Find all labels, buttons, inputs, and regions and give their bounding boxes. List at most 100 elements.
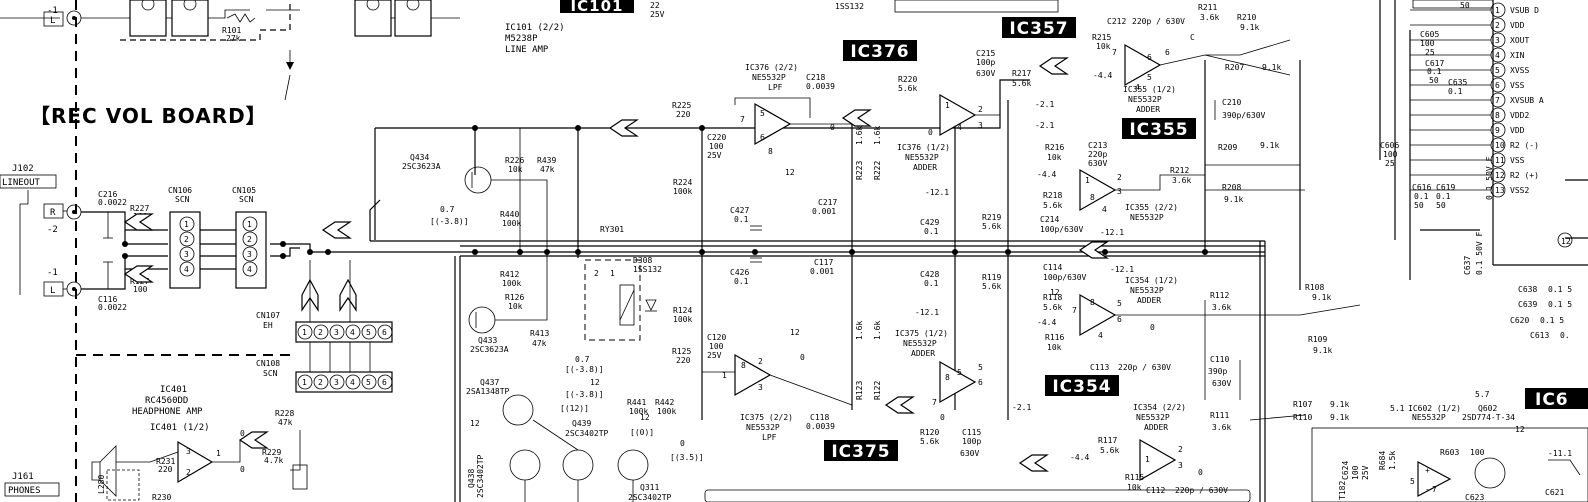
cn108-pin [345, 374, 361, 390]
ic6-badge: IC6 [1525, 388, 1588, 410]
svg-text:1: 1 [216, 449, 221, 458]
svg-text:47k: 47k [532, 339, 547, 348]
svg-text:C620: C620 [1510, 316, 1529, 325]
svg-text:IC357: IC357 [1009, 19, 1068, 39]
svg-text:25V: 25V [650, 10, 665, 19]
svg-text:NE5532P: NE5532P [746, 423, 780, 432]
cn108-pin-label: 6 [382, 378, 387, 387]
svg-text:3: 3 [758, 383, 763, 392]
svg-text:47k: 47k [540, 165, 555, 174]
svg-text:1SS132: 1SS132 [633, 265, 662, 274]
svg-text:IC375: IC375 [831, 442, 890, 462]
svg-text:R413: R413 [530, 329, 549, 338]
svg-text:Q602: Q602 [1478, 404, 1497, 413]
cn106-pin [179, 246, 195, 262]
svg-text:-2.1: -2.1 [1035, 100, 1054, 109]
dac-pin-label: 7 [1495, 96, 1500, 105]
svg-text:2: 2 [186, 468, 191, 477]
ic355-2: 1 2 3 4 8 C213 220p 630V R216 10k R212 3… [1037, 141, 1305, 237]
svg-text:C617: C617 [1425, 59, 1444, 68]
svg-text:12: 12 [590, 378, 600, 387]
svg-text:25V: 25V [1361, 465, 1370, 480]
svg-text:R218: R218 [1043, 191, 1062, 200]
svg-text:6: 6 [1147, 53, 1152, 62]
svg-text:[(-3.8)]: [(-3.8)] [565, 365, 604, 374]
svg-text:R208: R208 [1222, 183, 1241, 192]
svg-text:R120: R120 [920, 428, 939, 437]
svg-text:ADDER: ADDER [1137, 296, 1161, 305]
signal-arrows [123, 57, 1109, 472]
lpf-input-network: R225 220 C220 100 25V R224 100k C427 0.1… [672, 101, 762, 373]
svg-text:NE5532P: NE5532P [1412, 413, 1446, 422]
svg-text:2: 2 [1117, 173, 1122, 182]
svg-text:R227: R227 [130, 204, 149, 213]
svg-text:0.1: 0.1 [734, 277, 749, 286]
cn107-pin [361, 324, 377, 340]
svg-text:-12.1: -12.1 [1110, 265, 1134, 274]
svg-text:100: 100 [1470, 448, 1485, 457]
svg-text:12: 12 [1050, 288, 1060, 297]
svg-text:0: 0 [940, 413, 945, 422]
svg-text:NE5532P: NE5532P [905, 153, 939, 162]
cn105-pin [242, 261, 258, 277]
svg-text:J102: J102 [12, 164, 34, 174]
cn106-pin-label: 4 [184, 265, 189, 274]
svg-text:10k: 10k [1127, 483, 1142, 492]
svg-text:5.6k: 5.6k [1100, 446, 1119, 455]
board-label: 【REC VOL BOARD】 [30, 104, 267, 128]
svg-text:C213: C213 [1088, 141, 1107, 150]
r219-r119: R219 5.6k R119 5.6k [982, 213, 1001, 291]
svg-text:0: 0 [928, 128, 933, 137]
svg-text:0.0022: 0.0022 [98, 198, 127, 207]
svg-text:C638: C638 [1518, 285, 1537, 294]
svg-text:C218: C218 [806, 73, 825, 82]
svg-text:4.7k: 4.7k [264, 456, 283, 465]
cn107-pin-label: 3 [334, 328, 339, 337]
svg-text:NE5532P: NE5532P [903, 339, 937, 348]
svg-text:9.1k: 9.1k [1330, 413, 1349, 422]
dac-pin-name: R2 (-) [1510, 141, 1539, 150]
ic376-badge: IC376 [843, 40, 917, 62]
dac-pin-name: VSS2 [1510, 186, 1529, 195]
svg-text:9.1k: 9.1k [1313, 346, 1332, 355]
svg-text:SCN: SCN [263, 369, 278, 378]
svg-text:-2.1: -2.1 [1035, 121, 1054, 130]
svg-text:R223: R223 [855, 161, 864, 180]
svg-text:C637: C637 [1463, 256, 1472, 275]
svg-text:5: 5 [978, 363, 983, 372]
ic375-badge: IC375 [824, 440, 898, 462]
dac-pin-label: 8 [1495, 111, 1500, 120]
dac-pin-name: VDD2 [1510, 111, 1529, 120]
dac-pin-name: VDD [1510, 21, 1525, 30]
svg-text:C215: C215 [976, 49, 995, 58]
cn105-pin-label: 3 [247, 250, 252, 259]
svg-text:J161: J161 [12, 472, 34, 482]
svg-text:0.7: 0.7 [440, 205, 455, 214]
svg-text:2SC3402TP: 2SC3402TP [628, 493, 672, 502]
ic375-lpf: 8 2 3 1 IC375 (2/2) NE5532P LPF C117 0.0… [722, 258, 853, 442]
svg-text:10k: 10k [508, 165, 523, 174]
svg-text:12: 12 [1561, 237, 1571, 246]
svg-text:R109: R109 [1308, 335, 1327, 344]
svg-text:9.1k: 9.1k [1224, 195, 1243, 204]
svg-text:5: 5 [760, 109, 765, 118]
svg-text:SCN: SCN [239, 195, 254, 204]
dac-pin-name: VSS [1510, 81, 1525, 90]
dac-pin-label: 13 [1495, 186, 1505, 195]
svg-text:3: 3 [1117, 187, 1122, 196]
svg-text:1.6k: 1.6k [873, 321, 882, 340]
ic376-lpf: 5 6 7 8 IC376 (2/2) NE5532P LPF C218 0.0… [734, 63, 852, 216]
cn107-pin-label: 6 [382, 328, 387, 337]
svg-text:R119: R119 [982, 273, 1001, 282]
svg-text:C212: C212 [1107, 17, 1126, 26]
svg-text:[(0)]: [(0)] [630, 428, 654, 437]
svg-text:IC6: IC6 [1535, 390, 1569, 410]
svg-text:22: 22 [650, 1, 660, 10]
svg-text:0.1: 0.1 [1427, 67, 1442, 76]
svg-text:100: 100 [1351, 465, 1360, 480]
svg-text:7: 7 [1072, 306, 1077, 315]
svg-text:220p / 630V: 220p / 630V [1132, 17, 1185, 26]
svg-text:R228: R228 [275, 409, 294, 418]
svg-text:5: 5 [1147, 73, 1152, 82]
